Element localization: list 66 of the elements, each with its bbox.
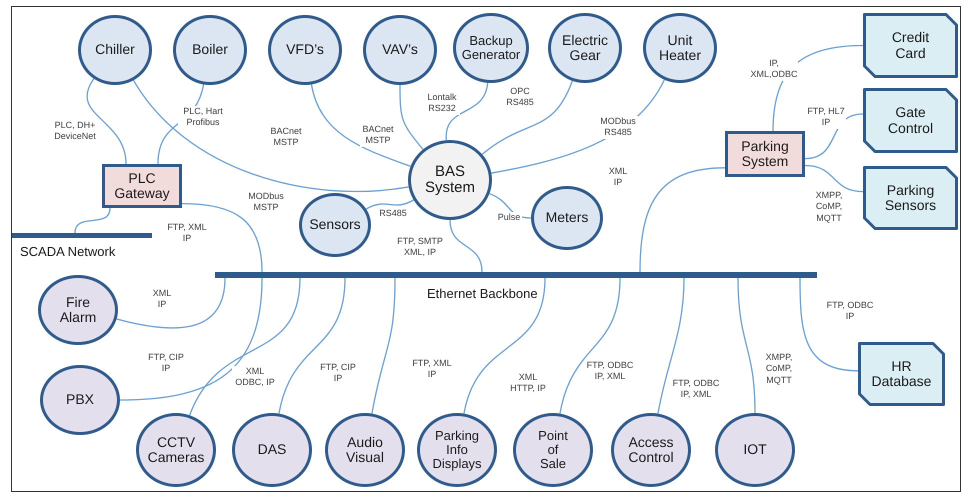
connector-line [482,80,573,155]
edge-label: IP, XML,ODBC [750,58,798,80]
external-system-box [863,13,958,78]
node-label: Parking Sensors [884,182,938,214]
node-label: Parking System [740,138,790,170]
connector-line [189,278,301,416]
connector-line [559,278,621,414]
node-label: Meters [544,210,590,226]
node-label: Electric Gear [561,32,609,64]
connector-line [399,85,424,150]
node-label: VFD’s [285,42,325,58]
node-label: Audio Visual [345,434,385,466]
connector-line [371,278,396,414]
edge-label: BACnet MSTP [268,126,304,148]
node-label: CCTV Cameras [146,434,206,466]
connector-line [310,84,411,167]
node-label: Fire Alarm [58,294,98,326]
edge-label: MODbus RS485 [598,116,638,138]
node-label: Backup Generator [460,34,522,62]
node-label: VAV’s [381,42,419,58]
edge-label: MODbus MSTP [246,191,286,214]
external-system-box [858,342,945,406]
bus-label: SCADA Network [20,243,116,261]
connector-line [366,199,414,210]
edge-label: RS485 [378,208,408,220]
system-box [725,131,805,177]
connector-line [639,167,726,272]
node-label: Unit Heater [658,32,702,64]
node-label: Credit Card [890,30,930,61]
external-system-box [863,88,958,153]
connector-line [657,278,685,414]
connector-line [737,278,756,414]
connector-line [449,220,483,272]
node-label: HR Database [870,358,932,390]
connector-line [804,164,864,192]
edge-label: FTP, ODBC IP, XML [586,360,634,382]
edge-label: Pulse [496,212,522,224]
node-label: BAS System [424,164,476,196]
connector-line [182,202,263,272]
connector-line [278,278,346,414]
connector-line [132,80,409,192]
edge-label: BACnet MSTP [360,124,396,146]
node-label: Parking Info Displays [431,428,483,472]
node-label: Sensors [308,217,362,233]
edge-label: FTP, HL7 IP [806,106,846,128]
node-label: Access Control [627,434,675,466]
connector-line [120,278,263,401]
connector-line [799,278,858,372]
node-label: IOT [742,442,768,458]
bus-label: Ethernet Backbone [427,285,538,303]
connector-line [86,78,127,164]
gateway-box [102,164,182,208]
edge-label: XML HTTP, IP [508,372,548,394]
node-label: DAS [256,442,288,458]
node-label: Gate Control [886,105,934,136]
node-label: Point of Sale [537,428,569,472]
connector-line [74,208,111,234]
connector-line [446,82,488,140]
node-label: PLC Gateway [113,170,171,202]
external-system-box [863,166,958,230]
connector-line [116,278,226,329]
node-label: PBX [64,392,95,408]
node-label: Boiler [191,42,229,58]
node-label: Chiller [94,42,136,58]
edge-label: FTP, ODBC IP, XML [672,378,720,400]
connector-line [463,278,546,414]
